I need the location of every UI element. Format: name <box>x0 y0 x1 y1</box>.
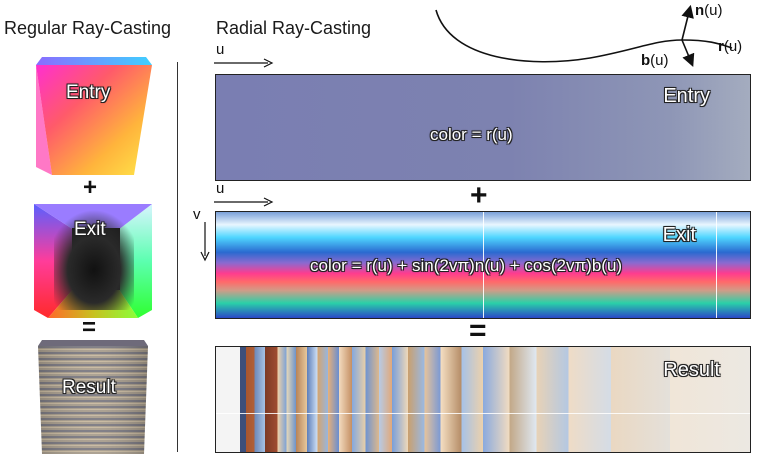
exit-cube <box>34 200 152 318</box>
left-result-label: Result <box>62 377 116 398</box>
result-panel: Result <box>215 346 751 453</box>
left-equals-sign: = <box>82 314 97 341</box>
entry-formula: color = r(u) <box>430 125 513 144</box>
u-axis-arrow-mid <box>214 197 274 207</box>
exit-panel: Exit color = r(u) + sin(2vπ)n(u) + cos(2… <box>215 211 751 319</box>
exit-formula: color = r(u) + sin(2vπ)n(u) + cos(2vπ)b(… <box>310 256 623 275</box>
normal-vector-arrow <box>681 4 694 41</box>
label-b-u: b(u) <box>641 52 669 69</box>
axis-u-label-mid: u <box>216 180 225 197</box>
binormal-vector-arrow <box>681 39 695 67</box>
entry-cube <box>34 57 152 177</box>
label-r-u: r(u) <box>718 38 743 55</box>
axis-u-label-top: u <box>216 41 225 58</box>
v-axis-arrow <box>200 222 210 262</box>
label-n-u: n(u) <box>695 2 723 19</box>
exit-grid-vertical-2 <box>716 212 717 318</box>
result-grid-horizontal <box>216 413 750 414</box>
curve-diagram <box>435 4 733 67</box>
left-plus-sign: + <box>83 174 98 201</box>
heading-regular-ray-casting: Regular Ray-Casting <box>4 18 172 38</box>
axis-v-label: v <box>193 206 201 223</box>
result-cube <box>34 340 152 456</box>
entry-panel: Entry color = r(u) <box>215 74 751 181</box>
right-equals-sign: = <box>469 314 487 347</box>
u-axis-arrow-top <box>214 58 274 68</box>
left-entry-label: Entry <box>66 82 111 103</box>
right-exit-label: Exit <box>662 224 696 246</box>
right-entry-label: Entry <box>663 85 710 107</box>
exit-grid-vertical-1 <box>483 212 484 318</box>
space-curve <box>435 9 733 63</box>
right-plus-sign: + <box>470 179 488 212</box>
left-exit-label: Exit <box>74 219 106 240</box>
right-result-label: Result <box>663 359 720 381</box>
heading-radial-ray-casting: Radial Ray-Casting <box>216 18 372 38</box>
column-divider <box>177 62 178 452</box>
